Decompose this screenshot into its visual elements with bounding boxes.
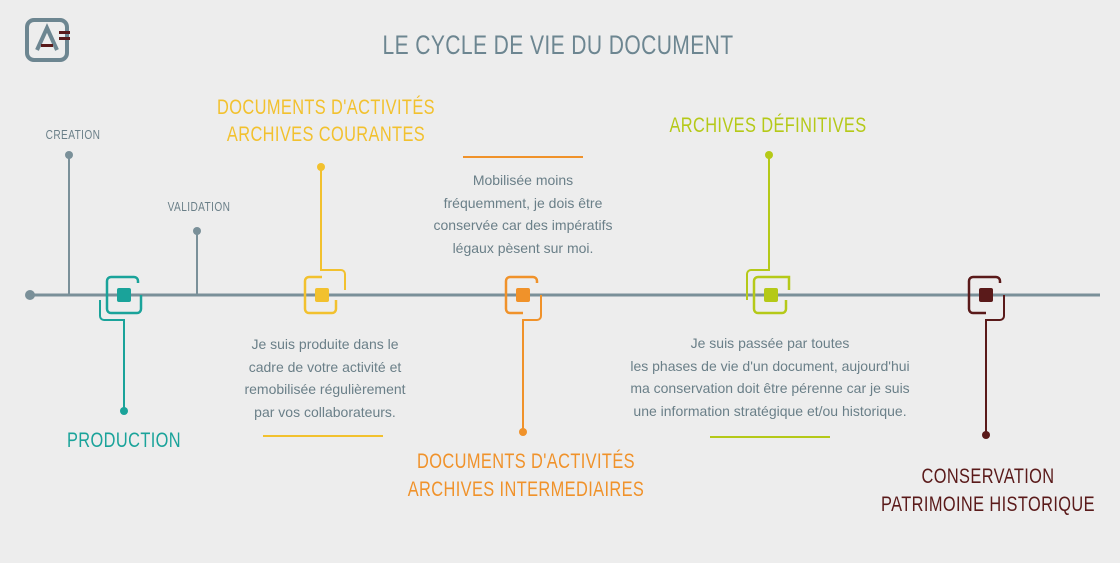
definitives-node	[746, 151, 791, 315]
desc-line: les phases de vie d'un document, aujourd…	[630, 357, 910, 374]
intermediaires-description: Mobilisée moins fréquemment, je dois êtr…	[434, 169, 613, 259]
logo	[25, 18, 70, 62]
desc-line: Mobilisée moins	[472, 172, 574, 188]
desc-line: conservée car des impératifs	[433, 217, 613, 233]
intermediaires-label-2: ARCHIVES INTERMEDIAIRES	[407, 478, 645, 501]
definitives-label: ARCHIVES DÉFINITIVES	[669, 114, 867, 137]
desc-line: remobilisée régulièrement	[244, 381, 406, 397]
production-node	[99, 275, 143, 415]
production-label: PRODUCTION	[66, 429, 182, 452]
desc-line: ma conservation doit être pérenne car je…	[630, 380, 910, 396]
validation-label: VALIDATION	[167, 199, 231, 214]
creation-dot	[65, 151, 73, 159]
intermediaires-label-1: DOCUMENTS D'ACTIVITÉS	[417, 450, 635, 473]
page-title: LE CYCLE DE VIE DU DOCUMENT	[382, 30, 734, 60]
timeline-start-dot	[25, 290, 35, 300]
intermediaires-node	[504, 275, 542, 436]
courantes-label-2: ARCHIVES COURANTES	[226, 123, 426, 146]
courantes-label-1: DOCUMENTS D'ACTIVITÉS	[217, 96, 435, 119]
conservation-label-2: PATRIMOINE HISTORIQUE	[881, 493, 1095, 516]
validation-dot	[193, 227, 201, 235]
desc-line: légaux pèsent sur moi.	[452, 239, 594, 256]
desc-line: Je suis passée par toutes	[690, 335, 850, 351]
courantes-node	[303, 163, 346, 315]
courantes-description: Je suis produite dans le cadre de votre …	[244, 333, 405, 423]
desc-line: cadre de votre activité et	[248, 358, 402, 375]
conservation-node	[967, 275, 1005, 439]
desc-line: fréquemment, je dois être	[443, 194, 603, 211]
conservation-label-1: CONSERVATION	[921, 465, 1055, 488]
desc-line: par vos collaborateurs.	[254, 403, 396, 420]
desc-line: Je suis produite dans le	[251, 336, 399, 352]
creation-label: CREATION	[45, 127, 101, 142]
desc-line: une information stratégique et/ou histor…	[633, 402, 907, 419]
definitives-description: Je suis passée par toutes les phases de …	[630, 332, 909, 422]
